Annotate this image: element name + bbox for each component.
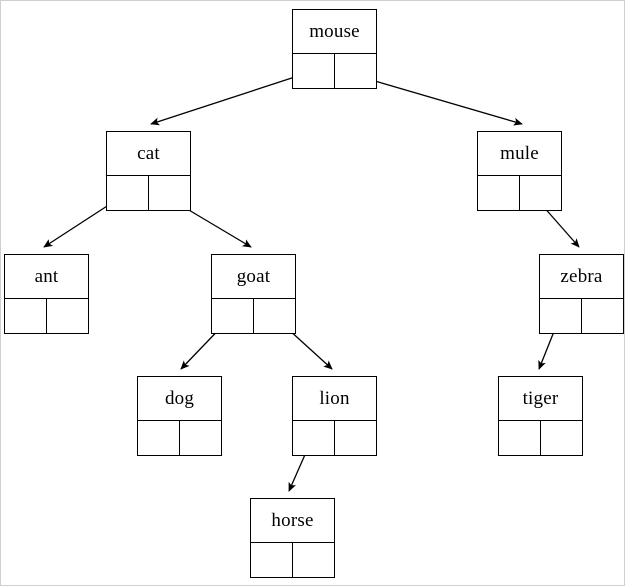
tree-node-pointers: [5, 299, 88, 333]
tree-node-tiger[interactable]: tiger: [498, 376, 583, 456]
tree-node-pointers: [138, 421, 221, 455]
left-pointer-cell[interactable]: [138, 421, 180, 455]
tree-node-mouse[interactable]: mouse: [292, 9, 377, 89]
right-pointer-cell[interactable]: [293, 543, 335, 577]
right-pointer-cell[interactable]: [254, 299, 296, 333]
left-pointer-cell[interactable]: [212, 299, 254, 333]
right-pointer-cell[interactable]: [582, 299, 624, 333]
tree-node-label: zebra: [540, 255, 623, 299]
left-pointer-cell[interactable]: [5, 299, 47, 333]
tree-edge-mouse-to-cat: [150, 73, 305, 126]
left-pointer-cell[interactable]: [293, 54, 335, 88]
right-pointer-cell[interactable]: [47, 299, 89, 333]
tree-node-label: mule: [478, 132, 561, 176]
tree-node-ant[interactable]: ant: [4, 254, 89, 334]
tree-node-horse[interactable]: horse: [250, 498, 335, 578]
left-pointer-cell[interactable]: [499, 421, 541, 455]
tree-node-pointers: [478, 176, 561, 210]
tree-node-label: dog: [138, 377, 221, 421]
tree-node-pointers: [107, 176, 190, 210]
right-pointer-cell[interactable]: [335, 421, 377, 455]
left-pointer-cell[interactable]: [293, 421, 335, 455]
tree-node-zebra[interactable]: zebra: [539, 254, 624, 334]
left-pointer-cell[interactable]: [540, 299, 582, 333]
tree-node-dog[interactable]: dog: [137, 376, 222, 456]
tree-node-pointers: [293, 54, 376, 88]
left-pointer-cell[interactable]: [251, 543, 293, 577]
tree-node-label: goat: [212, 255, 295, 299]
tree-node-pointers: [540, 299, 623, 333]
right-pointer-cell[interactable]: [541, 421, 583, 455]
tree-node-cat[interactable]: cat: [106, 131, 191, 211]
tree-node-label: mouse: [293, 10, 376, 54]
right-pointer-cell[interactable]: [520, 176, 562, 210]
left-pointer-cell[interactable]: [107, 176, 149, 210]
tree-node-pointers: [251, 543, 334, 577]
tree-node-lion[interactable]: lion: [292, 376, 377, 456]
tree-node-label: lion: [293, 377, 376, 421]
tree-node-pointers: [499, 421, 582, 455]
tree-node-goat[interactable]: goat: [211, 254, 296, 334]
tree-node-pointers: [212, 299, 295, 333]
tree-node-pointers: [293, 421, 376, 455]
tree-node-label: ant: [5, 255, 88, 299]
tree-node-label: cat: [107, 132, 190, 176]
right-pointer-cell[interactable]: [335, 54, 377, 88]
left-pointer-cell[interactable]: [478, 176, 520, 210]
right-pointer-cell[interactable]: [180, 421, 222, 455]
right-pointer-cell[interactable]: [149, 176, 191, 210]
tree-node-label: tiger: [499, 377, 582, 421]
tree-node-label: horse: [251, 499, 334, 543]
tree-node-mule[interactable]: mule: [477, 131, 562, 211]
